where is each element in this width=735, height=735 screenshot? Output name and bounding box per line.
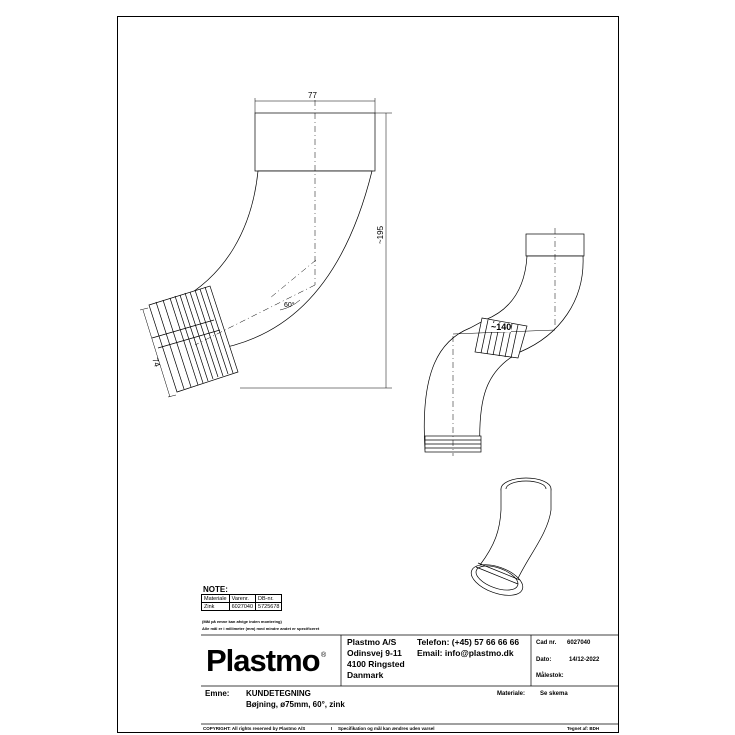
table-header: Varenr.: [228, 594, 257, 603]
table-cell: 5725678: [255, 602, 283, 611]
table-header: Materiale: [201, 594, 230, 603]
footer-separator: I: [331, 726, 333, 731]
note-title: NOTE:: [203, 585, 228, 594]
company-country: Danmark: [347, 670, 384, 680]
company-name: Plastmo A/S: [347, 637, 397, 647]
registered-mark: ®: [321, 652, 327, 659]
specification-table: Materiale Varenr. DB-nr. Zink 6027040 57…: [201, 594, 283, 611]
main-elbow-view: [148, 112, 376, 393]
company-street: Odinsvej 9-11: [347, 648, 402, 658]
subject-description: Bøjning, ø75mm, 60°, zink: [246, 700, 345, 709]
isometric-view: [470, 477, 552, 596]
table-header: DB-nr.: [255, 594, 283, 603]
dimension-angle: 60°: [284, 302, 295, 309]
cad-label: Cad nr.: [536, 640, 557, 646]
spec-note: Specifikation og mål kan ændres uden var…: [338, 726, 435, 731]
cad-value: 6027040: [567, 640, 591, 646]
table-cell: Zink: [201, 602, 230, 611]
date-value: 14/12-2022: [569, 657, 600, 663]
copyright-text: COPYRIGHT: All rights reserved by Plastm…: [203, 726, 306, 731]
dimension-height: ~195: [376, 225, 385, 244]
title-block-lines: [201, 634, 618, 725]
material-label: Materiale:: [497, 691, 526, 697]
offset-view: [423, 233, 585, 453]
material-value: Se skema: [540, 691, 568, 697]
company-email: Email: info@plastmo.dk: [417, 648, 514, 658]
note-remark-2: Alle mål er i millimeter (mm) med mindre…: [202, 626, 320, 631]
drawn-by: Tegnet af: BDH: [567, 726, 600, 731]
drawing-sheet-border: [117, 16, 619, 733]
table-row: Zink 6027040 5725678: [201, 602, 283, 611]
date-label: Dato:: [536, 657, 552, 663]
company-city: 4100 Ringsted: [347, 659, 405, 669]
table-header-row: Materiale Varenr. DB-nr.: [201, 594, 283, 603]
subject-title: KUNDETEGNING: [246, 689, 311, 698]
company-phone: Telefon: (+45) 57 66 66 66: [417, 637, 520, 647]
dimension-width: 77: [308, 91, 317, 100]
subject-label: Emne:: [205, 689, 230, 698]
dimension-offset: ~140: [491, 322, 512, 332]
table-cell: 6027040: [228, 602, 257, 611]
scale-label: Målestok:: [536, 673, 564, 679]
company-logo: Plastmo: [206, 643, 321, 678]
note-remark-1: (Mål på emne kan afvige inden montering): [202, 619, 282, 624]
